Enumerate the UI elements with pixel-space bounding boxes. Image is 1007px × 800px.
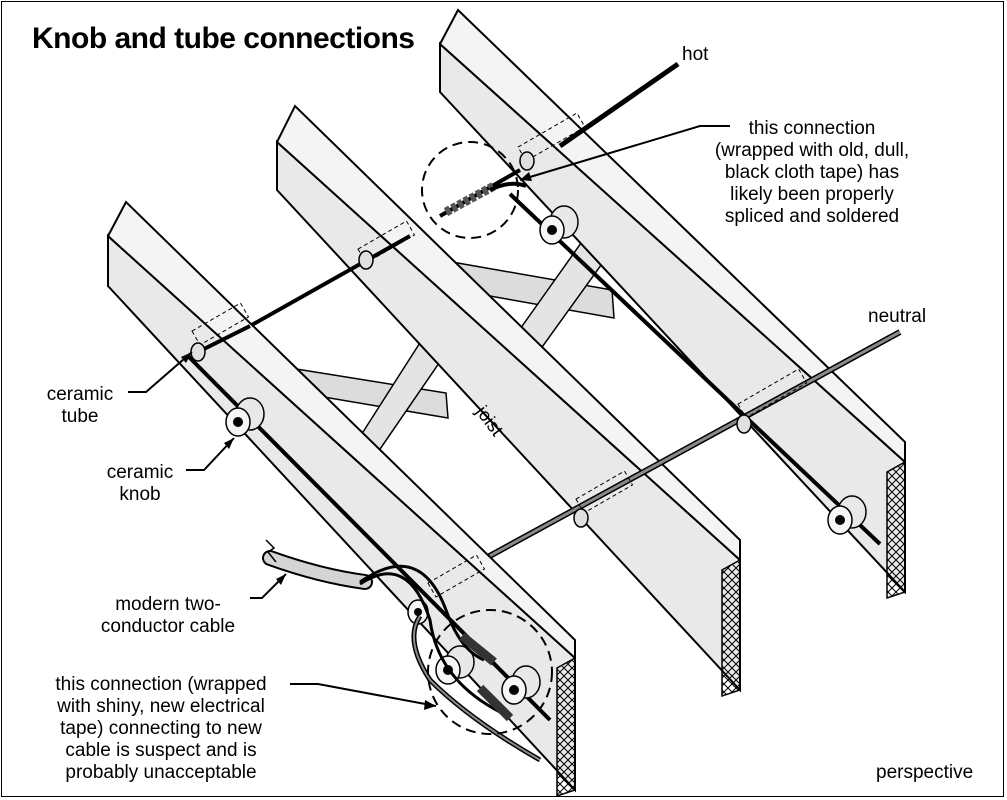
upper-splice bbox=[421, 141, 527, 239]
ceramic-tube-neutral-back bbox=[736, 368, 808, 434]
page-title: Knob and tube connections bbox=[32, 22, 415, 55]
neutral-tube-front bbox=[427, 554, 486, 598]
joist-middle bbox=[275, 104, 741, 698]
ceramic-knob-front-upper bbox=[225, 397, 265, 437]
ceramic-tube-neutral-middle bbox=[573, 470, 634, 528]
neutral-wire bbox=[418, 329, 902, 597]
bottom-connection-label: this connection (wrapped with shiny, new… bbox=[55, 674, 267, 783]
top-connection-label: this connection (wrapped with old, dull,… bbox=[714, 118, 910, 227]
leader-lines bbox=[128, 125, 730, 710]
modern-cable-label: modern two- conductor cable bbox=[100, 594, 236, 637]
ceramic-tube-label: ceramic tube bbox=[46, 384, 114, 427]
modern-cable bbox=[262, 539, 553, 763]
hot-label: hot bbox=[682, 44, 709, 65]
ceramic-knob-back-upper bbox=[539, 205, 579, 245]
perspective-label: perspective bbox=[876, 762, 974, 783]
ceramic-knob-back-lower bbox=[827, 495, 867, 535]
ceramic-knob-front-lower bbox=[501, 665, 541, 705]
ceramic-knob-front-mid bbox=[435, 645, 475, 685]
ceramic-tube-front bbox=[190, 302, 250, 362]
ceramic-knob-label: ceramic knob bbox=[106, 462, 174, 505]
neutral-label: neutral bbox=[868, 306, 927, 327]
ceramic-tube-back bbox=[517, 112, 586, 171]
ceramic-tube-middle bbox=[357, 220, 416, 270]
